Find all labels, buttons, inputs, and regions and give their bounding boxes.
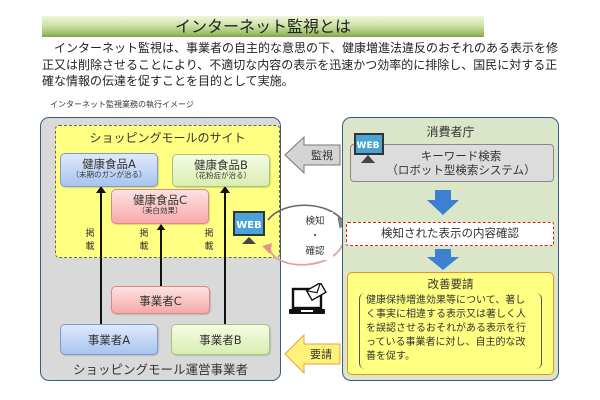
listing-label-char: 載 [85, 242, 95, 252]
mall-operator-label: ショッピングモール運営事業者 [72, 362, 248, 377]
consumer-agency-title: 消費者庁 [426, 125, 475, 139]
business-c: 事業者C [111, 286, 210, 314]
robot-search-system-label: （ロボット型検索システム） [386, 163, 536, 177]
product-c-name: 健康食品C [132, 193, 188, 207]
business-b: 事業者B [171, 324, 270, 355]
arrowhead-b [220, 186, 230, 193]
shopping-mall-site-title: ショッピングモールのサイト [89, 131, 246, 145]
web-monitor-label: WEB [236, 220, 261, 231]
monitor-arrow: 監視 [284, 136, 341, 174]
listing-label-char: 載 [139, 242, 149, 252]
request-arrow: 要請 [284, 334, 341, 374]
product-b-name: 健康食品B [194, 158, 248, 172]
listing-label-text: 掲載 [84, 228, 96, 254]
listing-label-char: 掲 [85, 229, 95, 239]
improvement-request-text: 健康保持増進効果等について、著しく事実に相違する表示又は著しく人を誤認させるおそ… [359, 293, 542, 369]
listing-label-char: 掲 [139, 229, 149, 239]
listing-label-c: 掲載 [138, 228, 150, 254]
detect-label: 検知 [305, 216, 325, 227]
business-a: 事業者A [60, 324, 158, 355]
listing-label-char: 載 [204, 242, 214, 252]
confirm-label: 確認 [305, 246, 325, 257]
product-b-claim: （花粉症が治る） [191, 171, 251, 181]
down-arrow-2 [427, 249, 459, 270]
listing-label-char: 掲 [204, 229, 214, 239]
agency-web-label: WEB [357, 141, 380, 151]
request-arrow-label: 要請 [310, 347, 332, 361]
listing-label-text: 掲載 [203, 228, 215, 254]
improvement-request-box [347, 272, 554, 375]
arrowhead-c [156, 224, 166, 230]
product-c: 健康食品C （美白効果） [111, 189, 209, 224]
agency-web-monitor-icon: WEB [354, 133, 384, 163]
listing-label-a: 掲載 [84, 228, 96, 254]
diagram-caption: インターネット監視業務の執行イメージ [50, 100, 194, 109]
product-b: 健康食品B （花粉症が治る） [172, 154, 270, 187]
listing-line-c [160, 226, 162, 286]
product-a-claim: （末期のガンが治る） [71, 170, 147, 180]
laptop-mail-icon [289, 283, 327, 314]
detect-dot: ・ [310, 231, 320, 242]
listing-line-b [224, 190, 226, 324]
arrowhead-a [96, 186, 106, 193]
monitor-arrow-label: 監視 [311, 148, 333, 162]
improvement-request-title: 改善要請 [427, 277, 474, 291]
listing-label-text: 掲載 [138, 228, 150, 254]
keyword-search-box: キーワード検索 （ロボット型検索システム） [350, 144, 554, 182]
down-arrow-1 [427, 190, 459, 215]
product-a-name: 健康食品A [82, 157, 136, 171]
product-c-claim: （美白効果） [137, 206, 183, 216]
page-title: インターネット監視とは [42, 16, 484, 37]
product-a: 健康食品A （末期のガンが治る） [60, 153, 158, 187]
intro-paragraph: インターネット監視は、事業者の自主的な意思の下、健康増進法違反のおそれのある表示… [42, 40, 562, 90]
listing-label-b: 掲載 [203, 228, 215, 254]
keyword-search-label: キーワード検索 [420, 149, 502, 163]
intro-text: インターネット監視は、事業者の自主的な意思の下、健康増進法違反のおそれのある表示… [42, 41, 559, 88]
detect-confirm-label: 検知 ・ 確認 [297, 212, 333, 260]
listing-arrowheads [96, 186, 230, 230]
web-monitor-icon: WEB [233, 211, 265, 244]
content-confirmation-box: 検知された表示の内容確認 [346, 222, 554, 246]
listing-line-a [100, 190, 102, 324]
